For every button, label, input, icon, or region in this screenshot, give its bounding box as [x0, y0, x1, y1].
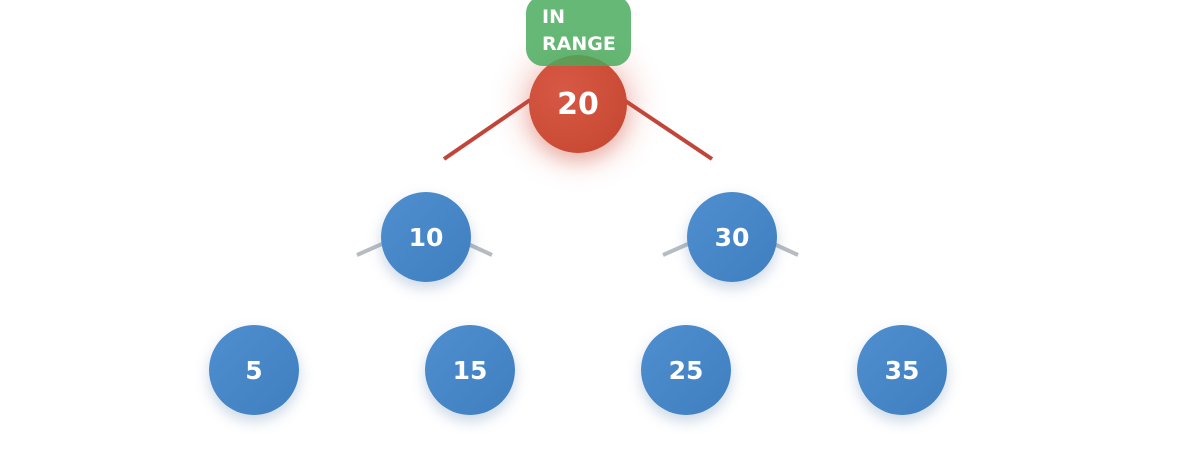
- tree-node-15[interactable]: 15: [425, 325, 515, 415]
- edge-root-right: [622, 98, 714, 161]
- node-value: 35: [884, 355, 920, 385]
- node-value: 30: [714, 222, 750, 252]
- edge-30-left: [662, 242, 689, 257]
- node-value: 25: [668, 355, 704, 385]
- edge-10-right: [467, 242, 493, 257]
- tree-node-10[interactable]: 10: [381, 192, 471, 282]
- tree-node-5[interactable]: 5: [209, 325, 299, 415]
- edge-10-left: [356, 242, 383, 257]
- node-value: 5: [245, 355, 263, 385]
- in-range-badge: IN RANGE: [526, 0, 631, 66]
- node-value: 10: [408, 222, 444, 252]
- tree-node-root-20[interactable]: 20: [529, 55, 627, 153]
- tree-node-30[interactable]: 30: [687, 192, 777, 282]
- badge-line-2: RANGE: [542, 33, 616, 55]
- node-value: 20: [557, 86, 599, 122]
- badge-line-1: IN: [542, 6, 565, 28]
- edge-root-left: [442, 98, 532, 161]
- edge-30-right: [773, 242, 799, 257]
- node-value: 15: [452, 355, 488, 385]
- tree-node-35[interactable]: 35: [857, 325, 947, 415]
- tree-node-25[interactable]: 25: [641, 325, 731, 415]
